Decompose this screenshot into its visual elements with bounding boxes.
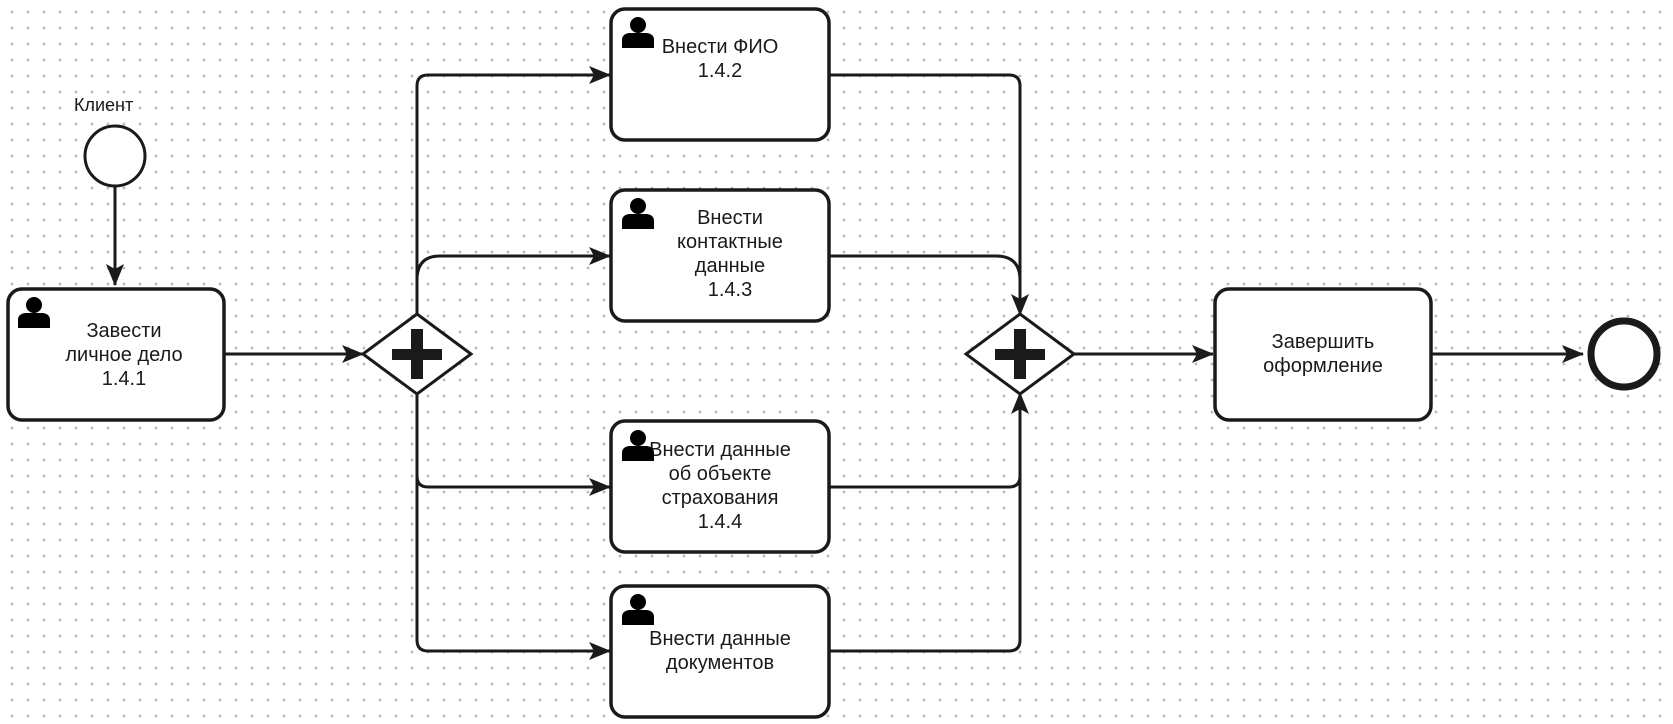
task-label-line: Завершить xyxy=(1271,331,1375,353)
task-label-line: 1.4.2 xyxy=(697,60,743,82)
flow-t142-to-join[interactable] xyxy=(829,73,1029,316)
task-label-line: об объекте xyxy=(668,463,772,485)
task-label-142: Внести ФИО 1.4.2 xyxy=(611,33,829,85)
task-zavesti-lichnoe-delo[interactable] xyxy=(6,287,226,422)
task-vnesti-dannye-ob-obekte[interactable] xyxy=(609,419,831,554)
task-label-line: данные xyxy=(694,255,766,277)
task-zavershit-oformlenie[interactable] xyxy=(1213,287,1433,422)
task-label-line: контактные xyxy=(677,231,783,253)
task-label-line: Внести xyxy=(697,207,763,229)
task-label-fin: Завершить оформление xyxy=(1215,329,1431,379)
flow-split-to-t142[interactable] xyxy=(415,66,611,316)
task-label-line: Завести xyxy=(86,320,162,342)
task-label-line: Внести данные xyxy=(649,439,791,461)
task-label-line: Внести данные xyxy=(649,628,791,650)
flow-split-to-t143[interactable] xyxy=(415,247,611,281)
task-label-145: Внести данные документов xyxy=(611,626,829,676)
flow-t144-to-join[interactable] xyxy=(829,392,1029,489)
task-label-line: 1.4.1 xyxy=(101,368,147,390)
task-label-line: 1.4.4 xyxy=(697,511,743,533)
task-label-line: личное дело xyxy=(65,344,183,366)
flow-split-to-t144[interactable] xyxy=(415,392,611,496)
task-vnesti-kontaktnye-dannye[interactable] xyxy=(609,188,831,323)
task-label-143: Внести контактные данные 1.4.3 xyxy=(631,203,829,305)
task-label-line: оформление xyxy=(1263,355,1383,377)
task-label-line: страхования xyxy=(661,487,779,509)
task-label-line: Внести ФИО xyxy=(661,36,779,58)
task-label-141: Завести личное дело 1.4.1 xyxy=(24,296,224,414)
task-vnesti-dannye-dokumentov[interactable] xyxy=(609,584,831,719)
parallel-gateway-split[interactable] xyxy=(360,312,474,396)
task-label-line: документов xyxy=(665,652,775,674)
start-event[interactable] xyxy=(83,124,147,188)
flow-t143-to-join[interactable] xyxy=(829,254,1022,281)
flow-split-to-t145[interactable] xyxy=(415,392,611,660)
task-vnesti-fio[interactable] xyxy=(609,7,831,142)
task-label-line: 1.4.3 xyxy=(707,279,753,301)
flow-t145-to-join[interactable] xyxy=(829,476,1022,653)
task-label-144: Внести данные об объекте страхования 1.4… xyxy=(611,436,829,536)
start-event-label: Клиент xyxy=(74,95,134,115)
parallel-gateway-join[interactable] xyxy=(963,312,1077,396)
end-event[interactable] xyxy=(1587,317,1661,391)
